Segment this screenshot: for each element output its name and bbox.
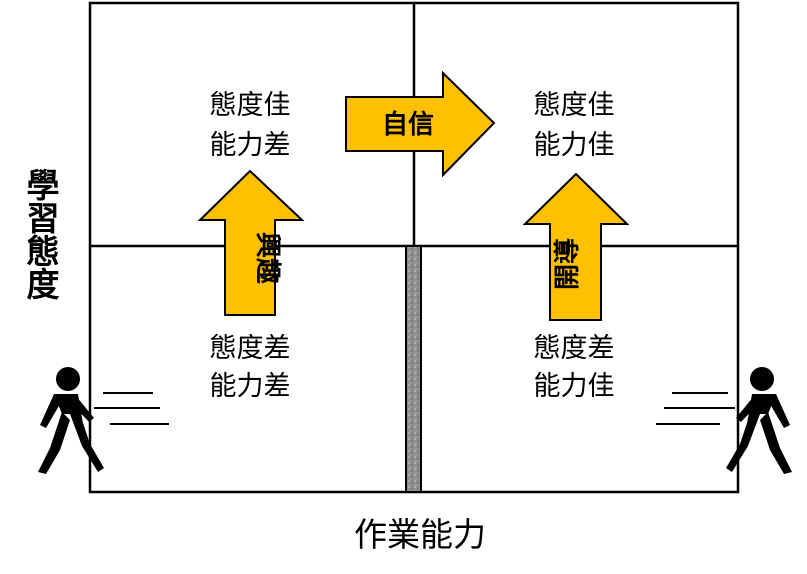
- y-axis-label: 學習態度: [21, 168, 60, 300]
- quadrant-bottom-left-line1: 態度差: [210, 333, 291, 364]
- guidance-arrow-label: 開導: [552, 238, 583, 290]
- interest-arrow-label: 興趣: [252, 232, 282, 284]
- interest-arrow: 興趣: [197, 169, 305, 316]
- guidance-arrow: 開導: [522, 172, 630, 321]
- quadrant-top-right-line1: 態度佳: [534, 90, 615, 121]
- interest-arrow-shape: [197, 169, 305, 316]
- guidance-arrow-shape: [522, 172, 630, 321]
- confidence-arrow-label: 自信: [382, 109, 434, 140]
- walking-person-icon: [656, 367, 792, 474]
- quadrant-bottom-left-line2: 能力差: [210, 371, 291, 402]
- confidence-arrow: 自信: [345, 70, 496, 178]
- quadrant-top-left-line1: 態度佳: [210, 90, 291, 121]
- confidence-arrow-shape: [345, 70, 496, 178]
- barrier-pillar: [405, 245, 422, 493]
- x-axis-label: 作業能力: [354, 515, 486, 554]
- quadrant-bottom-right-line1: 態度差: [534, 333, 615, 364]
- quadrant-top-right-line2: 能力佳: [534, 130, 615, 161]
- quadrant-top-left-line2: 能力差: [210, 130, 291, 161]
- quadrant-bottom-right-line2: 能力佳: [534, 371, 615, 402]
- walking-person-icon: [38, 367, 169, 474]
